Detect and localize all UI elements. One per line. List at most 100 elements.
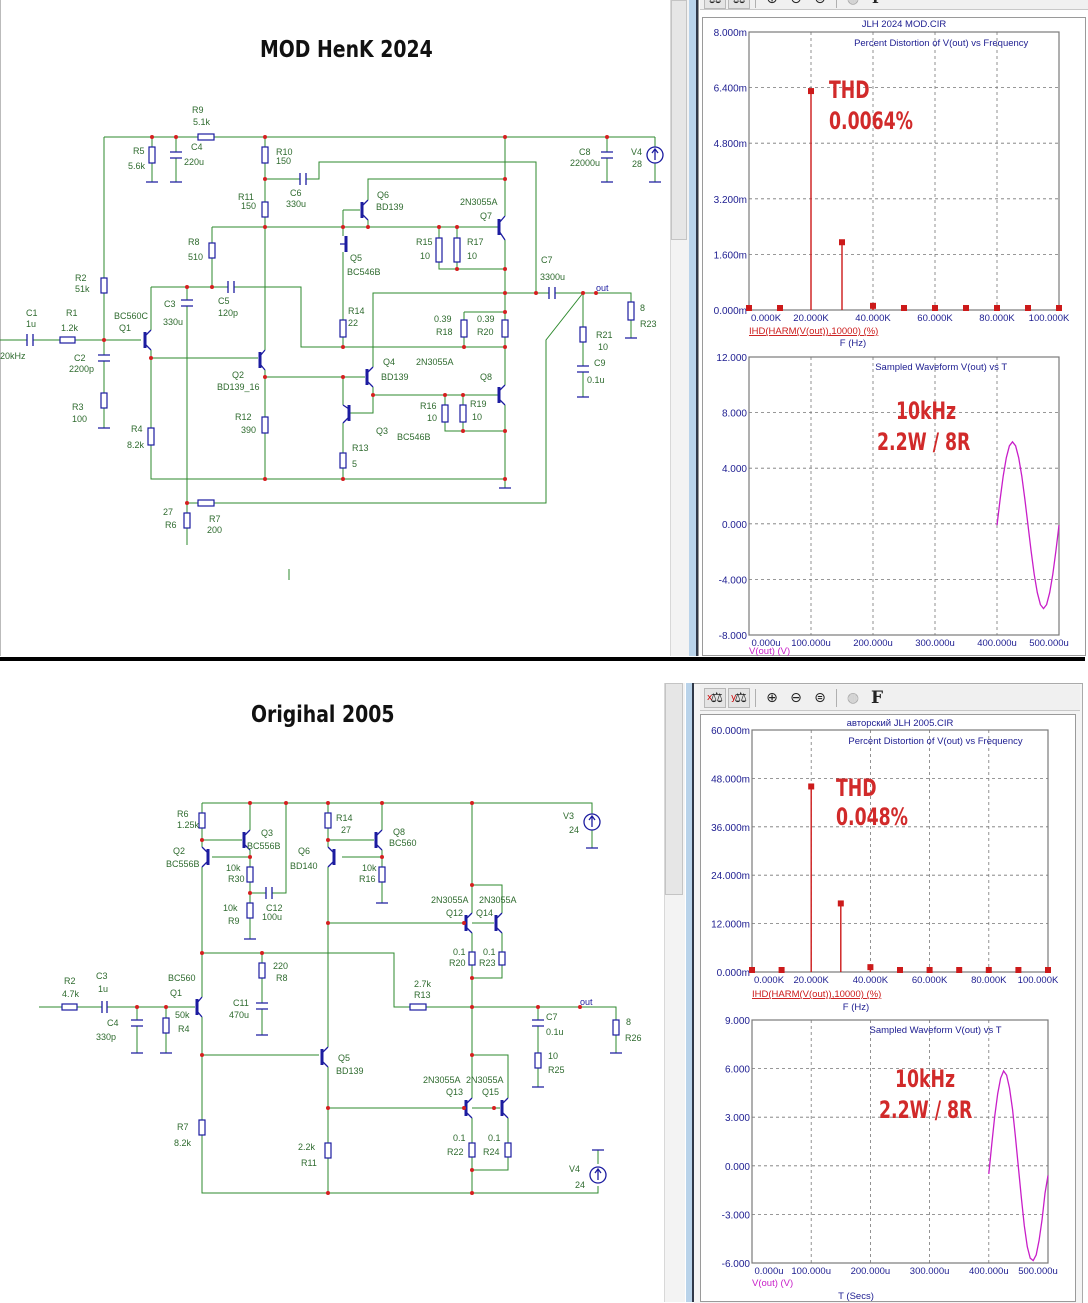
resistor-R25[interactable] [534,1052,542,1069]
capacitor-C4[interactable] [131,1019,143,1027]
resistor-R5[interactable] [148,146,156,164]
transistor-Q14[interactable] [494,912,503,934]
resistor-R12[interactable] [261,416,269,434]
resistor-R2[interactable] [100,277,108,294]
label-model: BC560 [168,973,196,983]
resistor-R1[interactable] [59,336,76,344]
resistor-R22[interactable] [468,1142,476,1158]
zoom-fit-icon[interactable]: ⊜ [814,689,826,706]
voltage-source-V4[interactable] [646,146,664,164]
capacitor-C7[interactable] [548,287,556,299]
capacitor-C5[interactable] [227,281,235,293]
resistor-R2[interactable] [61,1003,78,1011]
resistor-R21[interactable] [579,326,587,343]
resistor-R7[interactable] [197,499,215,507]
zoom-fit-icon[interactable]: ⊜ [809,0,831,9]
voltage-source-V4[interactable] [589,1166,607,1184]
resistor-R4[interactable] [162,1017,170,1034]
globe-icon[interactable]: ◍ [846,689,860,706]
resistor-R8[interactable] [258,962,266,979]
y-scale-icon[interactable]: ⚖ [728,0,750,9]
resistor-R17[interactable] [453,237,461,263]
transistor-Q2[interactable] [258,349,266,371]
resistor-R4[interactable] [147,427,155,446]
resistor-R8[interactable] [208,242,216,259]
zoom-in-icon[interactable]: ⊕ [761,0,783,9]
capacitor-C11[interactable] [256,1002,268,1010]
font-icon[interactable]: F [870,687,884,708]
bottom-schematic-scrollbar-thumb[interactable] [665,683,683,895]
transistor-Q3[interactable] [342,404,351,424]
x-scale-icon[interactable]: ⚖ [704,0,726,9]
label-model: BC556B [166,859,200,869]
resistor-R30[interactable] [246,866,254,883]
resistor-R11[interactable] [261,201,269,218]
capacitor-C3[interactable] [101,1001,108,1013]
zoom-out-icon[interactable]: ⊖ [785,0,807,9]
resistor-R3[interactable] [100,392,108,409]
capacitor-C8[interactable] [601,151,613,159]
transistor-Q5[interactable] [340,236,348,252]
font-icon[interactable]: F [866,0,888,9]
globe-icon[interactable]: ◍ [842,0,864,9]
resistor-R7[interactable] [198,1119,206,1136]
transistor-Q1[interactable] [195,996,203,1018]
transistor-Q6[interactable] [360,199,369,221]
capacitor-C2[interactable] [98,354,110,362]
transistor-Q8[interactable] [497,384,506,406]
capacitor-C9[interactable] [577,365,589,373]
transistor-Q1[interactable] [143,329,152,351]
transistor-Q6[interactable] [327,846,336,868]
bottom-power-note: 2.2W / 8R [879,1096,973,1124]
transistor-Q2[interactable] [201,846,210,868]
capacitor-C3[interactable] [181,299,193,307]
label-value: 8.2k [127,440,145,450]
resistor-R23[interactable] [498,951,506,966]
plot-frame [748,31,1060,311]
resistor-R16[interactable] [441,404,449,423]
resistor-R6[interactable] [198,812,206,829]
resistor-R14[interactable] [324,812,332,829]
x-scale-icon[interactable]: x⚖ [704,687,726,708]
resistor-R24[interactable] [504,1142,512,1158]
capacitor-C1[interactable] [26,334,34,346]
top-schematic-scrollbar-thumb[interactable] [671,0,687,240]
transistor-Q7[interactable] [497,215,506,241]
resistor-R14[interactable] [339,319,347,338]
resistor-R18[interactable] [460,319,468,338]
capacitor-C7[interactable] [532,1019,544,1027]
transistor-Q15[interactable] [500,1097,509,1119]
resistor-R20[interactable] [468,951,476,966]
capacitor-C12[interactable] [265,887,273,899]
resistor-R26[interactable] [612,1019,620,1036]
transistor-Q3[interactable] [242,829,251,851]
capacitor-C4[interactable] [170,151,182,159]
resistor-R9[interactable] [197,133,215,141]
resistor-R16[interactable] [378,866,386,883]
resistor-R13[interactable] [339,452,347,469]
resistor-R9[interactable] [246,902,254,919]
resistor-R19[interactable] [459,404,467,423]
zoom-in-icon[interactable]: ⊕ [766,689,778,706]
resistor-R13[interactable] [409,1003,427,1011]
resistor-R15[interactable] [435,237,443,263]
resistor-R6[interactable] [183,512,191,529]
y-tick-label: -4.000 [719,575,748,586]
label-model: BD139_16 [217,382,260,392]
chart-title: Sampled Waveform V(out) vs T [875,362,1007,373]
x-tick-label: 500.000u [1029,638,1069,649]
harmonic-point [777,305,783,311]
x-tick-label: 80.000K [971,975,1007,986]
zoom-out-icon[interactable]: ⊖ [790,689,802,706]
transistor-Q5[interactable] [320,1046,329,1068]
resistor-R11[interactable] [324,1142,332,1159]
resistor-R23[interactable] [627,301,635,321]
label-ref: C4 [107,1018,119,1028]
y-scale-icon[interactable]: y⚖ [728,687,750,708]
capacitor-C6[interactable] [299,173,307,185]
transistor-Q8[interactable] [374,829,383,851]
resistor-R20[interactable] [501,319,509,338]
resistor-R10[interactable] [261,146,269,164]
transistor-Q4[interactable] [365,366,374,388]
voltage-source-V3[interactable] [583,813,601,831]
